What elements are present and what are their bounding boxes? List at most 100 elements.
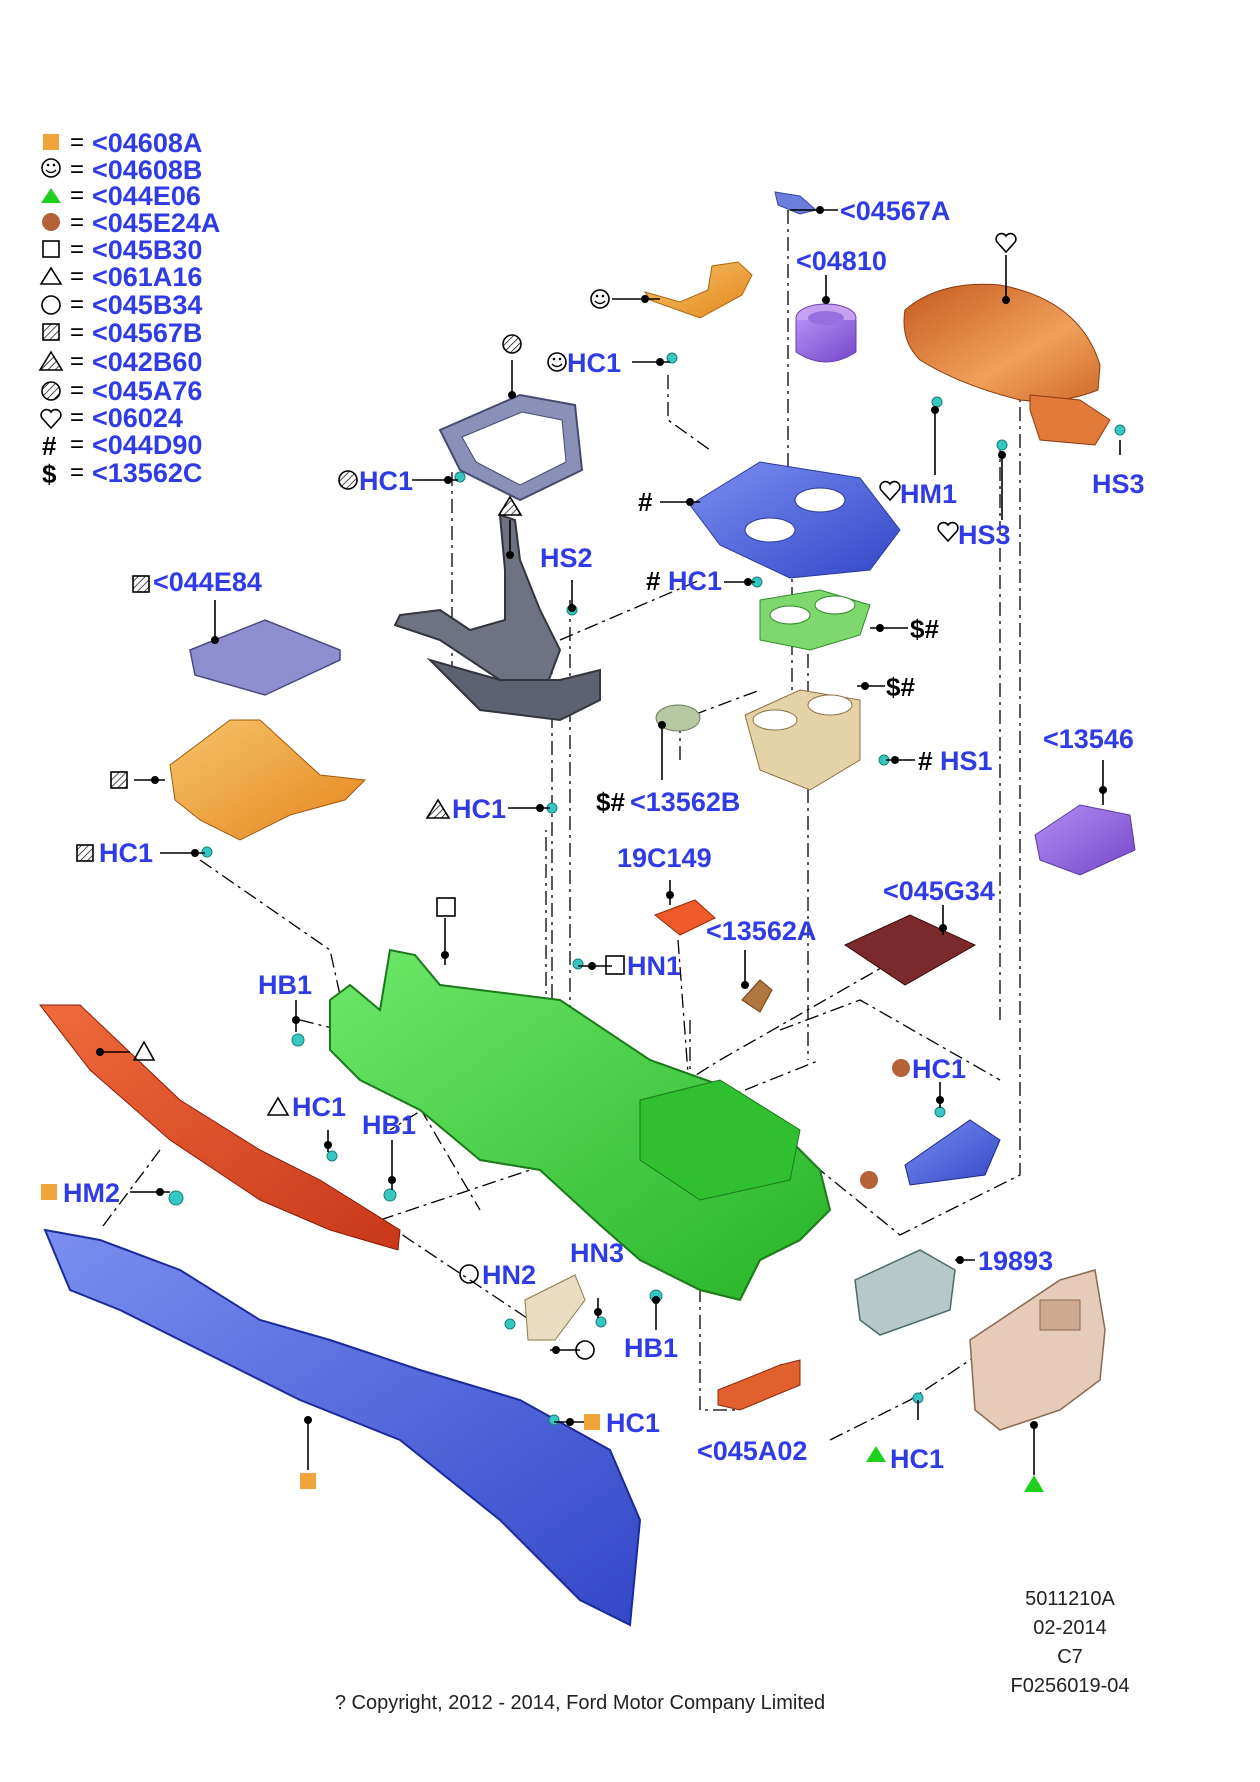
- orange-square-icon: [584, 1414, 600, 1430]
- callout-045A02: <045A02: [697, 1436, 807, 1466]
- callout-hash-hc1-prefix: #: [646, 566, 661, 596]
- open-triangle-icon: [266, 1096, 290, 1116]
- callouts: <04567A <04810 HC1 HC1 # HM1 HS3 HS3 HS2…: [63, 196, 1145, 1474]
- hatched-square-icon: [110, 771, 128, 789]
- legend-row: = <045B34: [41, 290, 202, 320]
- part-044E84-tray: [189, 619, 341, 696]
- open-square-icon: [436, 897, 456, 917]
- hatched-circle-icon: [338, 470, 358, 490]
- part-19C149: [654, 899, 716, 936]
- legend-row: = <045E24A: [42, 208, 220, 238]
- callout-19C149: 19C149: [617, 843, 712, 873]
- smiley-icon: [590, 289, 610, 309]
- callout-brown-hc1: HC1: [912, 1054, 966, 1084]
- part-04567A: [774, 191, 818, 215]
- heart-icon: [995, 232, 1017, 254]
- callout-dollar-hash-1: $#: [910, 614, 939, 644]
- brown-circle-icon: [860, 1171, 878, 1189]
- hatched-triangle-icon: [38, 350, 64, 371]
- part-cupholder-base: [744, 689, 861, 791]
- legend-row: = <04608A: [43, 128, 202, 158]
- hatched-square-icon: [42, 323, 60, 341]
- hatched-triangle-icon: [497, 495, 523, 516]
- part-shift-bezel: [438, 393, 584, 502]
- legend-row: = <045A76: [41, 376, 202, 406]
- callout-HN2: HN2: [482, 1260, 536, 1290]
- legend-code: <04608A: [92, 128, 202, 158]
- open-square-icon: [42, 240, 60, 258]
- hash-icon: #: [42, 431, 57, 461]
- part-045G34-mat: [843, 914, 977, 986]
- callout-open-triangle-hc1: HC1: [292, 1092, 346, 1122]
- green-triangle-icon: [866, 1446, 886, 1462]
- callout-hash-hc1: HC1: [668, 566, 722, 596]
- callout-HM2: HM2: [63, 1178, 120, 1208]
- legend-row: = <061A16: [39, 262, 202, 292]
- callout-HB1-c: HB1: [624, 1333, 678, 1363]
- part-side-panel-blue: [43, 1228, 642, 1627]
- legend-code: <045E24A: [92, 208, 220, 238]
- brown-circle-icon: [42, 213, 60, 231]
- legend-row: # = <044D90: [42, 430, 202, 461]
- callout-hash: #: [638, 487, 653, 517]
- callout-HS3-right: HS3: [1092, 469, 1145, 499]
- legend-row: = <044E06: [41, 181, 201, 211]
- callout-HS2: HS2: [540, 543, 593, 573]
- legend-eq: =: [70, 263, 84, 290]
- open-triangle-icon: [132, 1040, 156, 1061]
- callout-HS3-left: HS3: [958, 520, 1011, 550]
- open-triangle-icon: [39, 266, 63, 285]
- legend-eq: =: [70, 129, 84, 156]
- legend-eq: =: [70, 209, 84, 236]
- legend-eq: =: [70, 348, 84, 375]
- part-19893-vent: [854, 1249, 956, 1336]
- part-storage-bin: [169, 719, 367, 841]
- part-13546: [1034, 804, 1136, 876]
- part-hash-tray: [689, 461, 901, 579]
- callout-04810: <04810: [796, 246, 887, 276]
- hatched-square-icon: [76, 844, 94, 862]
- drawing-code: 5011210A: [1025, 1588, 1115, 1610]
- callout-hatched-circle-hc1: HC1: [359, 466, 413, 496]
- callout-orange-hc1: HC1: [606, 1408, 660, 1438]
- leader-lines: [96, 206, 1121, 1475]
- callout-13562B-prefix: $#: [596, 787, 625, 817]
- legend-code: <04567B: [92, 318, 202, 348]
- legend-code: <13562C: [92, 458, 202, 488]
- callout-HB1-b: HB1: [362, 1110, 416, 1140]
- green-triangle-icon: [1024, 1475, 1044, 1492]
- legend-eq: =: [70, 459, 84, 486]
- legend-eq: =: [70, 431, 84, 458]
- open-circle-icon: [459, 1264, 479, 1284]
- callout-045G34: <045G34: [883, 876, 995, 906]
- drawing-date: 02-2014: [1033, 1617, 1107, 1639]
- legend-row: = <045B30: [42, 235, 202, 265]
- callout-04567A: <04567A: [840, 196, 950, 226]
- legend-eq: =: [70, 156, 84, 183]
- part-armrest: [903, 283, 1111, 446]
- heart-icon: [937, 521, 959, 543]
- heart-icon: [40, 408, 62, 430]
- legend-code: <045B30: [92, 235, 202, 265]
- callout-HB1-a: HB1: [258, 970, 312, 1000]
- hatched-circle-icon: [502, 334, 522, 354]
- orange-square-icon: [43, 134, 59, 150]
- figure-number: F0256019-04: [1010, 1675, 1130, 1697]
- legend-code: <045B34: [92, 290, 202, 320]
- callout-hash-hs1-prefix: #: [918, 746, 933, 776]
- hatched-triangle-icon: [425, 798, 451, 819]
- callout-13562B: <13562B: [630, 787, 740, 817]
- part-smiley-finisher: [643, 261, 753, 319]
- legend-eq: =: [70, 182, 84, 209]
- part-13562A: [741, 979, 773, 1013]
- legend-row: = <06024: [40, 403, 183, 433]
- part-console-main: [329, 948, 832, 1302]
- part-hn2-bracket: [524, 1274, 586, 1341]
- part-endcap-blue: [904, 1119, 1001, 1186]
- callout-13546: <13546: [1043, 724, 1134, 754]
- drawing-revision: C7: [1057, 1646, 1083, 1668]
- legend-code: <061A16: [92, 262, 202, 292]
- legend-code: <044E06: [92, 181, 201, 211]
- smiley-icon: [547, 352, 567, 372]
